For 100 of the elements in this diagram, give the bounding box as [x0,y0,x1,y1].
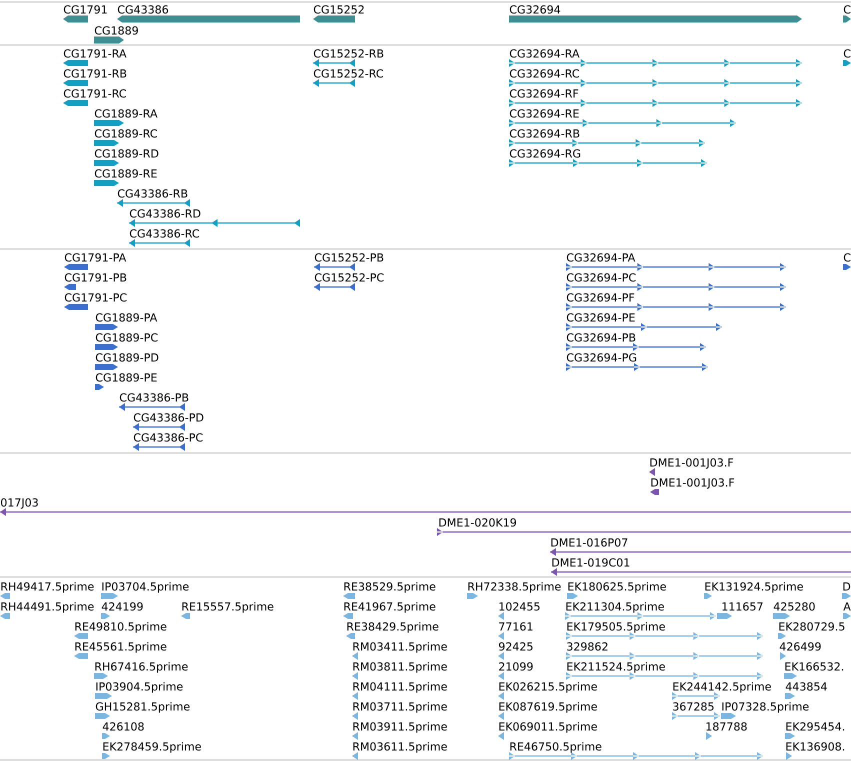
track-label: EK295454. [786,722,844,731]
track-label: EK166532. [785,662,844,671]
track-label: RM03411.5prime [353,642,447,653]
track-label: 187788 [706,722,747,731]
track-label: CG15252 [314,5,364,14]
track-label: CG1791-RC [64,89,126,98]
track-label: RE38529.5prime [344,582,436,593]
track-label: CG1889 [94,26,138,35]
track-label: EK180625.5prime [568,582,666,593]
track-label: CG1889-RC [94,129,157,138]
track-label: CG15252-PC [314,273,384,282]
track-label: 426499 [780,642,821,651]
track-label: EK278459.5prime [103,742,201,753]
track-label: CG43386-RD [130,209,200,218]
track-label: CG1791-PB [64,273,126,282]
track-label: CG1889-RE [94,169,157,178]
track-label: CG32694-RE [510,109,579,118]
track-label: CG43386 [118,5,168,14]
track-label: CG1889-PC [96,333,158,342]
track-label: CG43386-RC [130,229,200,238]
track-label: DME1-016P07 [551,538,628,547]
track-label: 426108 [102,722,144,731]
track-label: 425280 [774,602,815,611]
track-label: CG32694-RF [510,89,578,98]
track-label: CG43386-PC [134,433,203,442]
track-label: IP03704.5prime [102,582,189,593]
track-label: CG32694-PG [566,353,636,362]
track-label: CG1791-RA [64,49,126,58]
track-label: CG1889-PD [96,353,158,362]
track-label: CG32694-PB [566,333,636,342]
track-label: CG32694-PF [566,293,634,302]
track-label: GH15281.5prime [96,702,190,713]
track-label: RM04111.5prime [353,682,447,693]
track-label: C [844,253,850,262]
track-label: RE41967.5prime [344,602,436,613]
track-label: EK179505.5prime [567,622,665,633]
track-label: EK087619.5prime [499,702,597,713]
track-label: RE49810.5prime [75,622,166,633]
track-label: RE45561.5prime [75,642,166,653]
track-label: RM03911.5prime [353,722,447,733]
track-label: D [843,582,850,590]
track-label: RM03711.5prime [353,702,447,713]
track-label: EK280729.5 [779,622,844,631]
track-label: CG1791 [64,5,107,14]
track-label: 424199 [102,602,143,611]
track-label: EK136908. [786,742,844,751]
track-label: EK211524.5prime [567,662,665,673]
track-label: 102455 [499,602,540,611]
track-label: CG43386-RB [118,189,188,198]
track-label: RM03811.5prime [353,662,447,673]
track-label: RH67416.5prime [95,662,188,673]
track-label: A [843,602,851,610]
track-label: RH72338.5prime [468,582,561,593]
track-label: CG32694-RA [510,49,580,58]
track-label: RH49417.5prime [1,582,94,593]
track-label: CG1889-RD [94,149,158,158]
track-label: 21099 [499,662,533,671]
track-label: 77161 [499,622,532,631]
track-label: EK026215.5prime [499,682,597,693]
track-label: RH44491.5prime [1,602,94,613]
track-label: CG43386-PD [134,413,204,422]
track-label: CG1889-PE [96,373,157,382]
track-label: IP07328.5prime [722,702,809,713]
track-label: C [844,49,850,58]
track-label: RE46750.5prime [510,742,602,753]
track-label: CG32694-RC [510,69,580,78]
track-label: CG32694-RB [510,129,580,138]
track-label: CG32694-PA [566,253,636,262]
track-label: EK244142.5prime [673,682,771,693]
track-label: 367285 [673,702,714,711]
track-label: CG32694-RG [510,149,580,158]
track-label: CG32694-PE [566,313,635,322]
track-label: DME1-001J03.F [651,478,734,489]
track-label: CG43386-PB [120,393,188,402]
track-label: CG1791-PA [64,253,126,262]
track-label: CG32694-PC [566,273,636,282]
track-label: 111657 [722,602,763,611]
track-label: CG1889-PA [96,313,158,322]
track-label: 92425 [498,642,532,651]
track-label: CG15252-PB [314,253,384,262]
track-label: 443854 [786,682,827,691]
track-label: EK211304.5prime [566,602,664,613]
track-label: DME1-019C01 [552,558,630,567]
track-label: EK069011.5prime [499,722,597,733]
track-label: IP03904.5prime [96,682,183,693]
track-label: CG1791-RB [64,69,126,78]
track-label: EK131924.5prime [705,582,803,593]
track-label: DME1-001J03.F [650,458,734,469]
track-label: 329862 [567,642,608,651]
track-label: 017J03 [1,498,38,509]
track-label: DME1-020K19 [439,518,516,527]
track-label: C [844,5,850,14]
track-label: CG1889-RA [94,109,158,118]
track-label: RM03611.5prime [353,742,447,753]
track-label: CG15252-RC [314,69,384,78]
track-label: CG32694 [510,5,560,14]
track-label: CG15252-RB [314,49,384,58]
track-label: CG1791-PC [64,293,127,302]
track-label: RE38429.5prime [347,622,438,633]
track-label: RE15557.5prime [182,602,274,613]
